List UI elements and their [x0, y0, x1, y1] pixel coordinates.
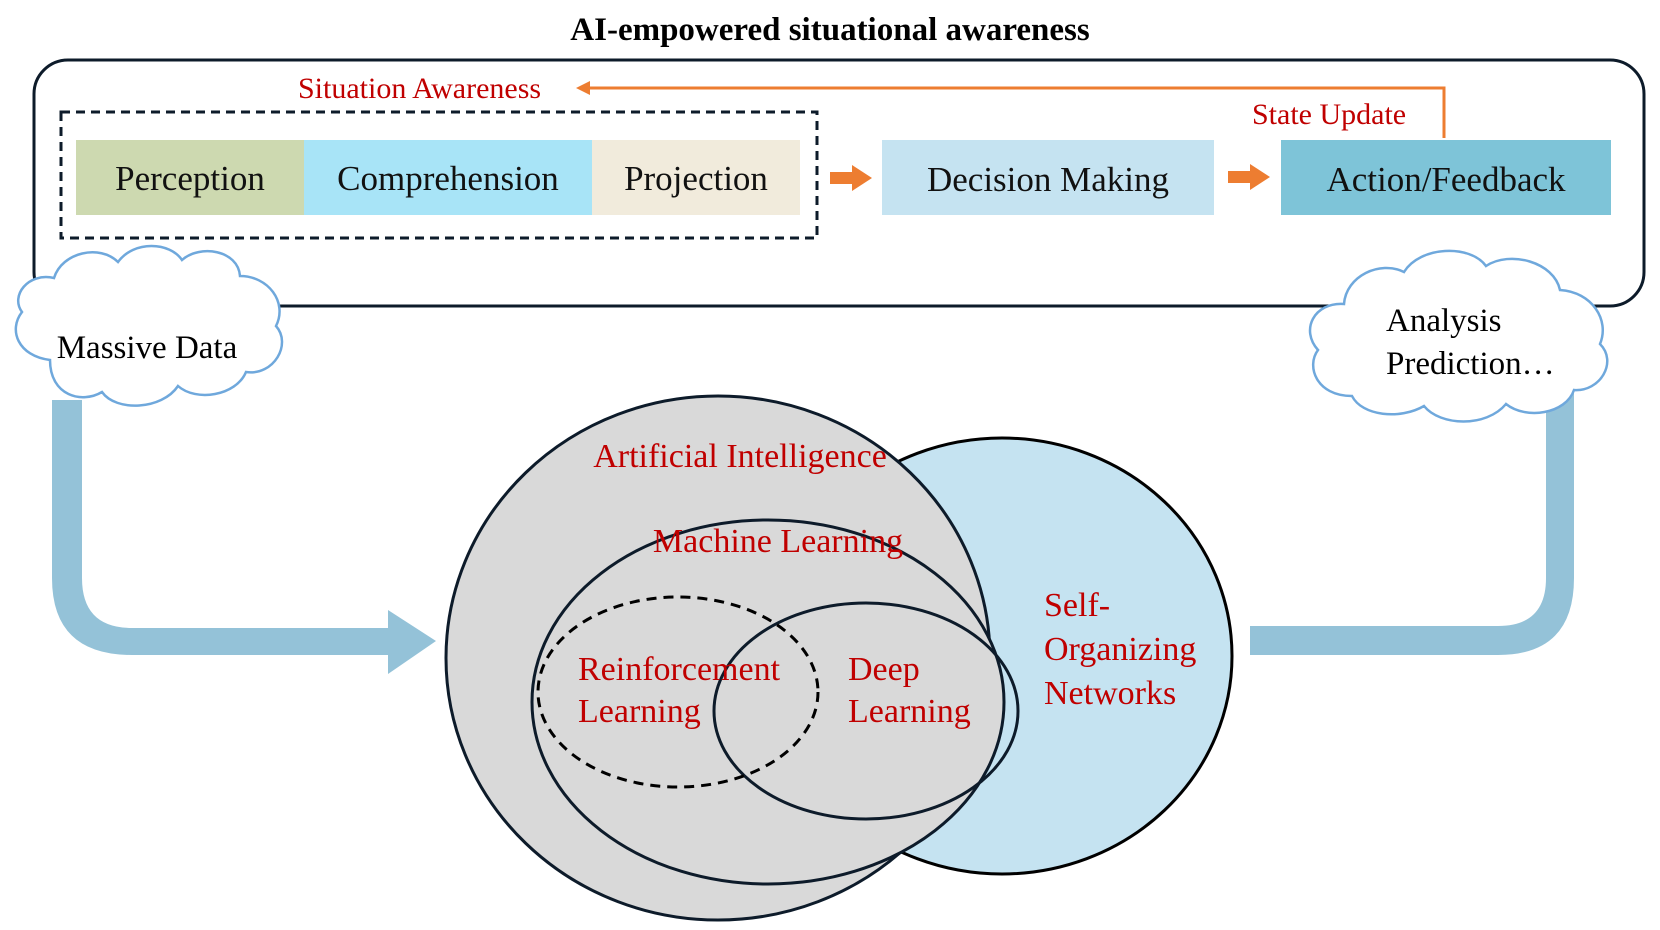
arrow-to-decision: [830, 165, 872, 191]
self-organizing-networks-label-line2: Organizing: [1044, 631, 1196, 668]
reinforcement-learning-label-line2: Learning: [578, 693, 701, 730]
action-feedback-label: Action/Feedback: [1326, 160, 1566, 199]
perception-label: Perception: [115, 159, 265, 198]
analysis-label: Analysis: [1386, 303, 1502, 339]
self-organizing-networks-label-line3: Networks: [1044, 675, 1176, 712]
state-update-label: State Update: [1252, 98, 1406, 131]
machine-learning-circle: [530, 518, 1006, 886]
reinforcement-learning-circle: [536, 595, 820, 789]
deep-learning-label-line2: Learning: [848, 693, 971, 730]
action-feedback-box: [1281, 140, 1611, 215]
decision-making-box: [882, 140, 1214, 215]
reinforcement-learning-label-line1: Reinforcement: [578, 651, 781, 688]
analysis-prediction-cloud: [1308, 249, 1609, 423]
deep-learning-circle: [712, 601, 1020, 821]
situation-awareness-label: Situation Awareness: [298, 72, 541, 105]
outer-frame: [32, 58, 1646, 308]
projection-label: Projection: [624, 159, 768, 198]
massive-data-label: Massive Data: [57, 330, 238, 366]
diagram-title: AI-empowered situational awareness: [570, 12, 1090, 48]
prediction-label: Prediction…: [1386, 346, 1555, 382]
feedback-arrowhead: [576, 81, 590, 95]
self-organizing-networks-label-line1: Self-: [1044, 587, 1110, 624]
deep-learning-label-line1: Deep: [848, 651, 920, 688]
perception-box: [76, 140, 304, 215]
comprehension-box: [304, 140, 592, 215]
comprehension-label: Comprehension: [337, 159, 559, 198]
situation-awareness-group: [59, 110, 819, 240]
artificial-intelligence-label: Artificial Intelligence: [593, 438, 887, 475]
projection-box: [592, 140, 800, 215]
massive-data-cloud: [14, 244, 284, 407]
machine-learning-label: Machine Learning: [653, 523, 903, 560]
input-flow-arrow: [52, 400, 436, 674]
decision-making-label: Decision Making: [927, 160, 1169, 199]
arrow-to-action: [1228, 164, 1270, 190]
state-update-feedback-arrow: [588, 86, 1446, 138]
